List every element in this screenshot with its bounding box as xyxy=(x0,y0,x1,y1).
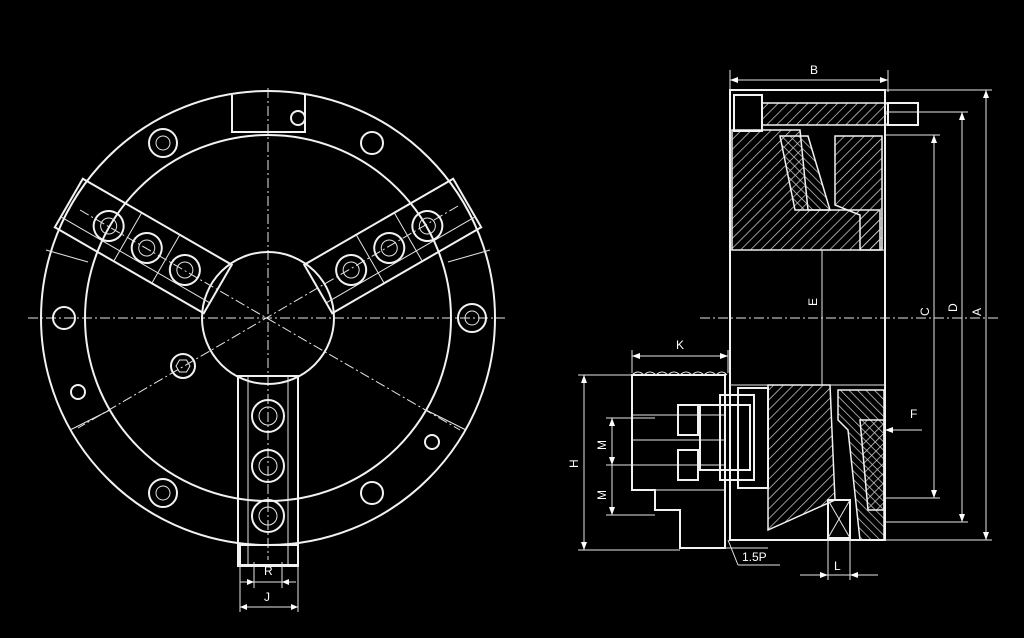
chuck-body-outline xyxy=(729,89,886,541)
jaw-upper-right xyxy=(302,177,483,315)
label-E: E xyxy=(806,298,820,306)
dimension-H: H xyxy=(567,374,680,551)
top-bolt-tip xyxy=(887,102,919,126)
dimension-M-lower: M xyxy=(595,465,655,516)
mounting-holes xyxy=(52,110,487,508)
jaw-bottom-extension xyxy=(239,544,299,566)
jaw-stack xyxy=(631,371,769,549)
front-view: R J xyxy=(28,88,505,612)
label-C: C xyxy=(918,307,932,316)
label-M-upper: M xyxy=(595,440,609,450)
label-L: L xyxy=(834,559,841,573)
label-H: H xyxy=(567,459,581,468)
label-D: D xyxy=(946,303,960,312)
dimension-C: C xyxy=(885,134,940,499)
rim-lower-right-lug xyxy=(425,409,467,431)
upper-inner-section xyxy=(779,135,832,211)
rim-left-lug xyxy=(45,249,89,263)
side-section-view: A D C E F xyxy=(567,63,1000,580)
dimension-J: J xyxy=(239,565,299,612)
dimension-A: A xyxy=(885,89,992,541)
bottom-screw xyxy=(827,499,851,539)
label-A: A xyxy=(970,308,984,316)
dimension-E: E xyxy=(806,298,820,306)
label-pitch: 1.5P xyxy=(742,550,767,564)
dimension-B: B xyxy=(729,63,889,92)
dimension-K: K xyxy=(631,338,729,373)
dimension-pitch: 1.5P xyxy=(727,539,780,566)
label-F: F xyxy=(910,407,917,421)
jaw-upper-left xyxy=(53,177,234,315)
label-J: J xyxy=(264,590,270,604)
hex-screw xyxy=(170,353,196,379)
rim-top-lug xyxy=(231,95,306,133)
label-R: R xyxy=(264,564,273,578)
label-M-lower: M xyxy=(595,490,609,500)
rim-right-lug xyxy=(447,249,491,263)
dimension-R: R xyxy=(240,562,296,588)
dimension-F: F xyxy=(885,407,922,433)
top-bolt-head xyxy=(733,94,763,132)
label-K: K xyxy=(676,338,684,352)
dimension-L: L xyxy=(800,540,878,580)
dimension-D: D xyxy=(885,111,968,523)
lower-body-section xyxy=(767,384,836,532)
lower-wedge xyxy=(859,419,885,511)
rim-lower-left-lug xyxy=(69,409,111,431)
diagonal-centerline-b xyxy=(77,205,459,429)
diagonal-centerline-a xyxy=(79,209,461,431)
label-B: B xyxy=(810,63,818,77)
top-bolt-shank xyxy=(761,102,889,126)
dimension-M-upper: M xyxy=(595,417,655,466)
jaw-bottom xyxy=(237,375,299,567)
